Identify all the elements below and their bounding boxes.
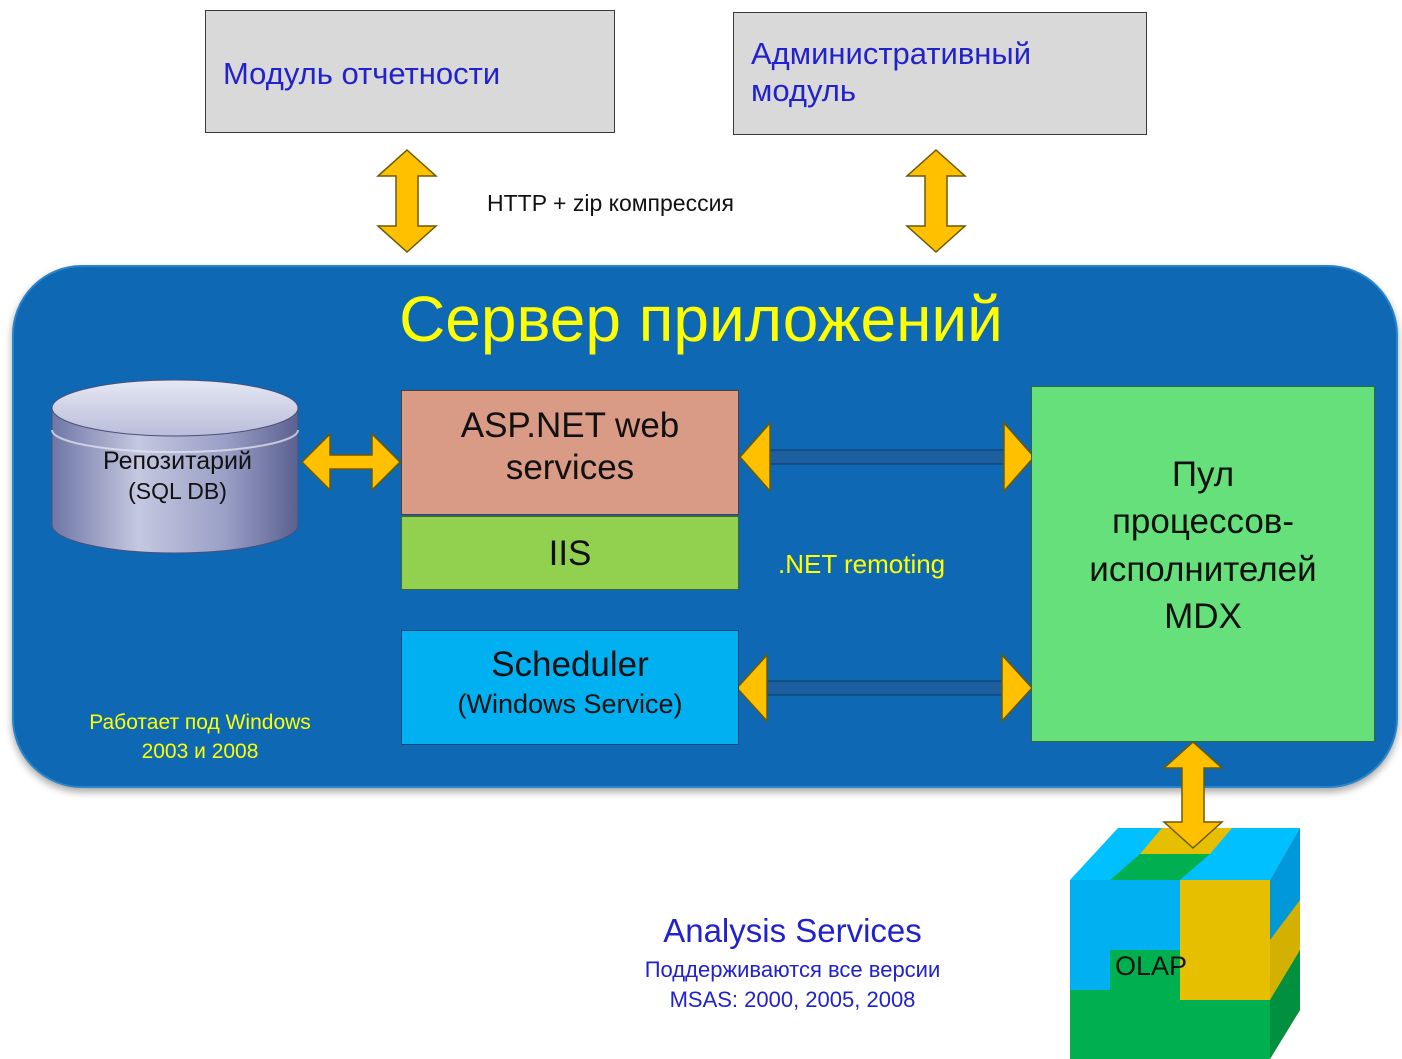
admin-module-label-line1: Административный [751, 36, 1032, 71]
repository-title: Репозитарий [103, 447, 252, 475]
olap-label: OLAP [1115, 951, 1188, 981]
mdx-process-pool-box: Пул процессов- исполнителей MDX [1031, 386, 1375, 742]
database-cylinder-icon [51, 379, 299, 554]
double-arrow-report-icon [376, 148, 438, 254]
double-arrow-repo-asp-icon [300, 432, 402, 492]
scheduler-subtitle: (Windows Service) [457, 689, 683, 719]
os-label-line1: Работает под Windows [89, 711, 311, 734]
repository-subtitle: (SQL DB) [128, 478, 227, 504]
double-arrow-admin-icon [905, 148, 967, 254]
protocol-label: HTTP + zip компрессия [487, 190, 734, 216]
pool-label-line2: процессов- [1111, 502, 1295, 542]
analysis-services-subtitle2: MSAS: 2000, 2005, 2008 [669, 987, 916, 1012]
pool-label-line1: Пул [1171, 455, 1235, 494]
pool-label-line3: исполнителей [1089, 549, 1317, 589]
os-support-label: Работает под Windows 2003 и 2008 [40, 708, 360, 767]
analysis-services-title: Analysis Services [663, 912, 922, 949]
os-label-line2: 2003 и 2008 [141, 740, 259, 764]
admin-module-box: Административный модуль [733, 12, 1147, 135]
scheduler-box: Scheduler (Windows Service) [401, 630, 739, 745]
asp-net-label-line1: ASP.NET web [460, 406, 680, 445]
remoting-label: .NET remoting [778, 549, 946, 579]
pool-label-line4: MDX [1164, 596, 1242, 636]
olap-cube-icon [1070, 828, 1300, 1059]
admin-module-label-line2: модуль [751, 73, 857, 109]
report-module-box: Модуль отчетности [205, 10, 615, 133]
iis-box: IIS [401, 516, 739, 590]
double-arrow-scheduler-pool-icon [735, 653, 1034, 723]
report-module-label: Модуль отчетности [223, 56, 501, 91]
analysis-services-subtitle1: Поддерживаются все версии [644, 957, 941, 982]
asp-net-label-line2: services [505, 448, 635, 487]
double-arrow-asp-pool-icon [738, 421, 1036, 493]
asp-net-services-box: ASP.NET web services [401, 390, 739, 515]
iis-label: IIS [548, 534, 592, 573]
server-title: Сервер приложений [399, 283, 1003, 355]
double-arrow-pool-olap-icon [1162, 740, 1224, 850]
scheduler-title: Scheduler [491, 645, 649, 684]
repository-label: Репозитарий (SQL DB) [55, 447, 300, 505]
